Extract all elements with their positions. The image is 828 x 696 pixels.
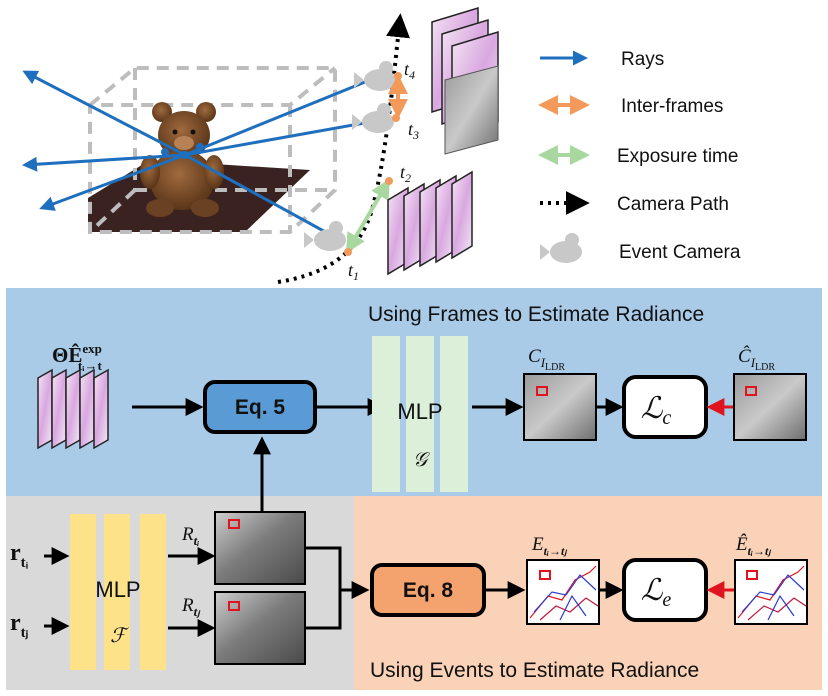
loss-e-label: ℒe [641,574,672,611]
ray-j-label: rtⱼ [10,610,29,641]
mlp-f-block: MLP ℱ [70,514,166,670]
exposure-time-arrow [345,178,391,254]
mlp-g-block: MLP 𝒢 [372,336,468,492]
mlp-g-label: MLP [397,399,442,424]
legend-event-camera: Event Camera [619,242,741,263]
exposure-frames-stack [37,368,109,450]
render-i-label: Rtᵢ [181,524,199,548]
gt-event-label: Êtᵢ→tⱼ [735,533,771,558]
loss-c-box [622,375,708,439]
legend: Rays Inter-frames Exposure time Camera P… [538,49,741,263]
events-panel-title: Using Events to Estimate Radiance [370,659,699,682]
events-panel: Eq. 8 Etᵢ→tⱼ ℒe Êtᵢ→tⱼ Using Events to E… [306,496,822,690]
loss-e-box [622,558,708,622]
svg-text:t3: t3 [408,119,419,142]
event-camera-icon [540,233,582,263]
svg-text:t1: t1 [348,260,359,283]
camera-icon [352,103,394,133]
svg-text:t4: t4 [404,59,415,82]
mlp-f-panel: rtᵢ rtⱼ MLP ℱ Rtᵢ Rtⱼ [6,436,354,690]
pred-ldr-label: CILDR [528,346,565,373]
mlp-f-symbol: ℱ [110,625,129,647]
gt-ldr-image [733,373,807,441]
ray-i-label: rtᵢ [10,540,29,571]
eq5-label: Eq. 5 [235,396,286,419]
scene-illustration: t1 t2 t3 t4 [22,6,499,284]
ldr-frames-stack [431,6,499,155]
camera-icon [354,61,396,91]
svg-text:t2: t2 [400,162,411,185]
legend-exposure-time: Exposure time [617,146,738,167]
eq8-label: Eq. 8 [403,579,454,602]
pred-ldr-image [523,373,597,441]
render-j-label: Rtⱼ [181,595,201,619]
mlp-f-label: MLP [95,577,140,602]
rays [22,70,371,242]
loss-c-label: ℒc [641,392,672,429]
pred-event-label: Etᵢ→tⱼ [531,534,567,558]
camera-icon [304,221,346,251]
legend-inter-frames: Inter-frames [621,96,723,117]
gt-ldr-label: ĈILDR [738,345,775,373]
frames-panel-title: Using Frames to Estimate Radiance [368,303,704,326]
event-frames-stack [387,170,473,276]
mlp-g-symbol: 𝒢 [413,449,431,471]
legend-camera-path: Camera Path [617,194,729,215]
legend-rays: Rays [621,49,664,70]
